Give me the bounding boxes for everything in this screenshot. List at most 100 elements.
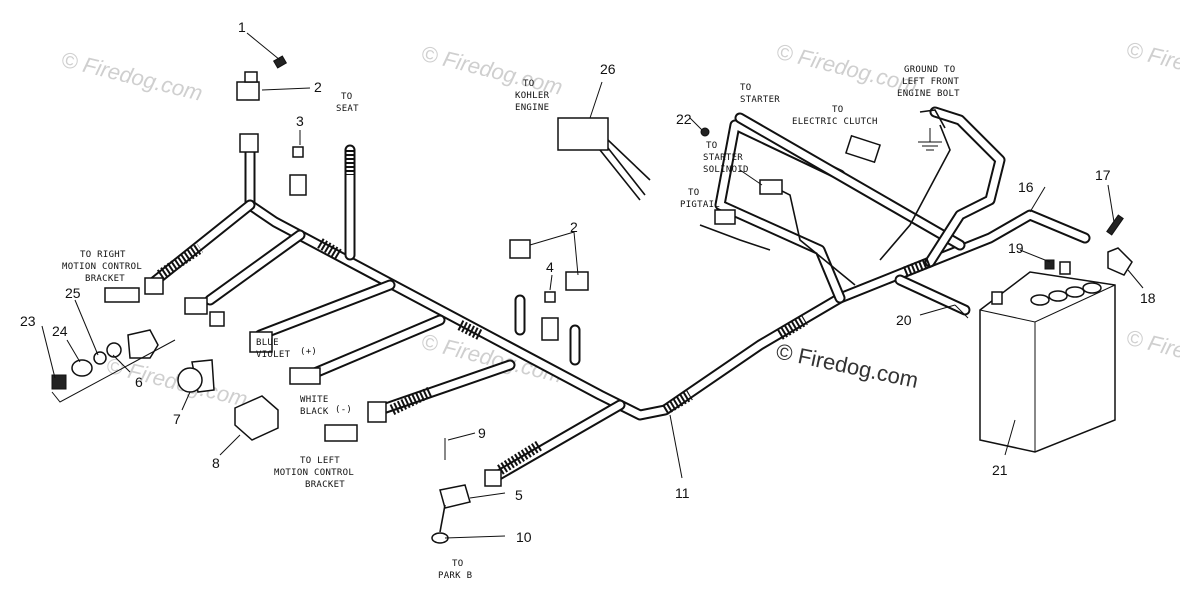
engine-connector-shape [557, 117, 609, 151]
ground-symbol [918, 128, 942, 151]
callout-1: 1 [238, 19, 246, 35]
callout-25: 25 [65, 285, 81, 301]
watermark-text: © Firedog.com [1124, 37, 1180, 96]
label-right-motion-2: MOTION CONTROL [62, 262, 142, 272]
callout-7: 7 [173, 411, 181, 427]
label-ground-2: LEFT FRONT [902, 77, 959, 87]
bolt-17-shape [1106, 214, 1124, 236]
destination-labels: TO SEAT TO KOHLER ENGINE TO STARTER TO E… [62, 65, 960, 581]
label-left-motion-2: MOTION CONTROL [274, 468, 354, 478]
watermark-text: © Firedog.com [59, 47, 205, 106]
label-starter-1: TO [740, 83, 751, 93]
fuse-shape [292, 146, 304, 158]
relay-1-shape [236, 81, 260, 101]
callout-17: 17 [1095, 167, 1111, 183]
label-clutch-1: TO [832, 105, 843, 115]
ground-terminal [919, 109, 946, 129]
relay-2b-shape [565, 271, 589, 291]
callout-24: 24 [52, 323, 68, 339]
solenoid-terminal [759, 179, 783, 195]
engine-connector-wires [599, 139, 651, 201]
screw-shape [272, 55, 288, 69]
callout-numbers: 1 2 2 3 4 5 6 7 8 9 10 11 16 17 18 19 20… [20, 19, 1156, 545]
label-left-motion-3: BRACKET [305, 480, 345, 490]
label-park-1: TO [452, 559, 463, 569]
plug-end [209, 311, 225, 327]
park-wire [439, 504, 446, 533]
callout-6: 6 [135, 374, 143, 390]
watermark-text: © Firedog.com [1124, 325, 1180, 384]
label-pigtail-1: TO [688, 188, 699, 198]
label-plus: (+) [300, 347, 317, 357]
label-pigtail-2: PIGTAIL [680, 200, 720, 210]
switch-6-shape [127, 329, 159, 359]
battery-caps [991, 261, 1102, 306]
callout-18: 18 [1140, 290, 1156, 306]
callout-23: 23 [20, 313, 36, 329]
callout-19: 19 [1008, 240, 1024, 256]
callout-26: 26 [600, 61, 616, 77]
cable-20-end [954, 304, 969, 319]
label-to-seat-2: SEAT [336, 104, 359, 114]
label-ground-1: GROUND TO [904, 65, 955, 75]
callout-16: 16 [1018, 179, 1034, 195]
fuse-holder-2-shape [541, 317, 559, 341]
label-to-seat-1: TO [341, 92, 352, 102]
main-harness [144, 106, 1091, 486]
nut-25-shape [93, 351, 107, 365]
clutch-connector-shape [845, 134, 881, 164]
callout-2b: 2 [570, 219, 578, 235]
label-right-motion-1: TO RIGHT [80, 250, 126, 260]
fuse-2-shape [544, 291, 556, 303]
callout-20: 20 [896, 312, 912, 328]
part-6-bracket-line [51, 339, 176, 403]
label-starter-2: STARTER [740, 95, 780, 105]
callout-11: 11 [675, 485, 690, 501]
callout-3: 3 [296, 113, 304, 129]
label-park-2: PARK B [438, 571, 472, 581]
label-violet: VIOLET [256, 350, 291, 360]
left-motion-connector [324, 424, 358, 442]
relay-1-tab [244, 71, 258, 83]
plate-24-shape [71, 359, 93, 377]
label-solenoid-3: SOLINOID [703, 165, 749, 175]
callout-2: 2 [314, 79, 322, 95]
key-23-shape [51, 374, 67, 390]
blue-violet-connector [289, 367, 321, 385]
relay-2-shape [509, 239, 531, 259]
callout-21: 21 [992, 462, 1008, 478]
label-right-motion-3: BRACKET [85, 274, 125, 284]
connector-mid [249, 331, 273, 353]
left-motion-plug [367, 401, 387, 423]
battery-edges [979, 284, 1116, 452]
label-white: WHITE [300, 395, 329, 405]
label-kohler-3: ENGINE [515, 103, 549, 113]
label-minus: (-) [335, 405, 352, 415]
callout-10: 10 [516, 529, 532, 545]
leader-lines [41, 32, 1144, 539]
callout-5: 5 [515, 487, 523, 503]
callout-4: 4 [546, 259, 554, 275]
label-blue: BLUE [256, 338, 279, 348]
washer-shape [106, 342, 122, 358]
module-8-shape [234, 395, 279, 441]
nut-22-shape [700, 127, 710, 137]
callout-22: 22 [676, 111, 692, 127]
label-left-motion-1: TO LEFT [300, 456, 340, 466]
fuse-holder-shape [289, 174, 307, 196]
watermark-text: © Firedog.com [104, 353, 250, 412]
label-ground-3: ENGINE BOLT [897, 89, 960, 99]
right-motion-plug [144, 277, 164, 295]
switch-5-shape [439, 484, 471, 509]
pigtail-connector [714, 209, 736, 225]
connector-5-plug [484, 469, 502, 487]
light-7-shape [177, 367, 203, 393]
pigtail-wire [699, 224, 771, 251]
connector-shape [239, 133, 259, 153]
callout-8: 8 [212, 455, 220, 471]
label-black: BLACK [300, 407, 329, 417]
ground-wire [879, 124, 951, 261]
label-solenoid-1: TO [706, 141, 717, 151]
label-kohler-1: TO [523, 79, 534, 89]
